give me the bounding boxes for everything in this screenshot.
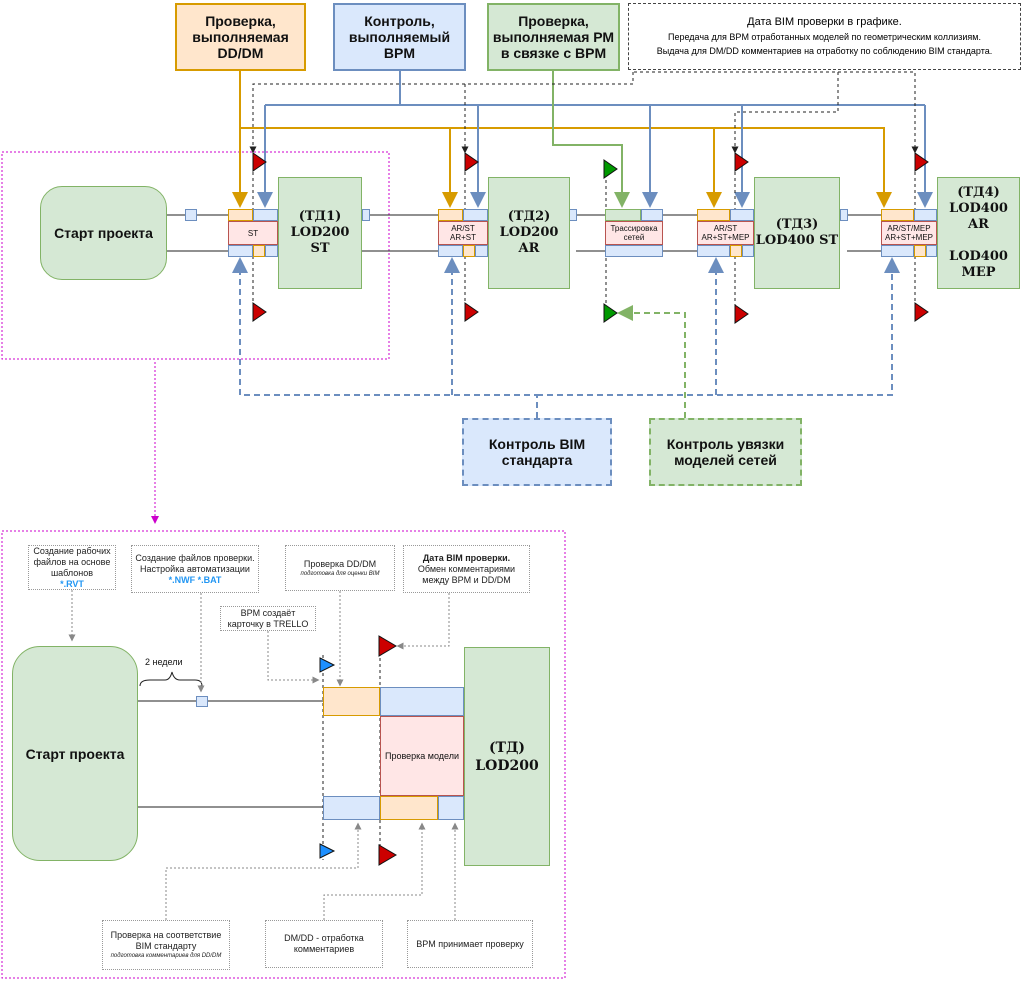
gate-ar-st-label: AR/ST AR+ST (449, 224, 476, 242)
note-create-check-files: Создание файлов проверки. Настройка авто… (131, 545, 259, 593)
gate-network-tracing-label: Трассировка сетей (610, 224, 658, 242)
model-check-label: Проверка модели (384, 750, 460, 761)
bim-date-note: Дата BIM проверки в графике. Передача дл… (628, 3, 1021, 70)
bpm-control-header: Контроль, выполняемый BPM (333, 3, 466, 71)
note-dd-dm-check-text: Проверка DD/DM (303, 558, 377, 569)
note-create-check-files-text: Создание файлов проверки. Настройка авто… (135, 552, 255, 574)
note-bim-check-date-text: Обмен комментариями между BPM и DD/DM (417, 563, 516, 585)
dd-dm-check-header: Проверка, выполняемая DD/DM (175, 3, 306, 71)
gate-ar-st: AR/ST AR+ST (438, 209, 488, 257)
note-bim-standard-check-sub: подготовка комментариев для DD/DM (110, 953, 222, 959)
note-dd-dm-check: Проверка DD/DM подготовка для оценки BIM (285, 545, 395, 591)
note-bpm-accepts: BPM принимает проверку (407, 920, 533, 968)
two-weeks-label: 2 недели (145, 657, 183, 667)
note-dm-dd-rework-text: DM/DD - отработка комментариев (284, 933, 364, 954)
rvt-extension: *.RVT (60, 578, 84, 589)
note-bim-check-date: Дата BIM проверки. Обмен комментариями м… (403, 545, 530, 593)
gate-ar-st-mep: AR/ST AR+ST+MEP (697, 209, 754, 257)
timeline-connector (569, 209, 577, 221)
gate-st: ST (228, 209, 278, 257)
gate-ar-st-mep-final: AR/ST/MEP AR+ST+MEP (881, 209, 937, 257)
td1-node: (ТД1) LOD200 ST (278, 177, 362, 289)
note-dd-dm-check-sub: подготовка для оценки BIM (300, 570, 380, 577)
timeline-connector (840, 209, 848, 221)
bim-date-title: Дата BIM проверки в графике. (747, 16, 902, 28)
project-start-node: Старт проекта (40, 186, 167, 280)
gate-st-label: ST (247, 228, 259, 238)
timeline-connector (185, 209, 197, 221)
note-create-work-files-text: Создание рабочих файлов на основе шаблон… (33, 545, 111, 578)
detail-timeline-connector (196, 696, 208, 707)
nwf-bat-extension: *.NWF *.BAT (168, 574, 222, 585)
note-bim-check-date-title: Дата BIM проверки. (422, 552, 511, 563)
note-bim-standard-check-text: Проверка на соответствие BIM стандарту (110, 930, 222, 951)
bim-date-line2: Выдача для DM/DD комментариев на отработ… (656, 46, 993, 56)
rm-check-header: Проверка, выполняемая РМ в связке с BPM (487, 3, 620, 71)
bim-standard-control: Контроль BIM стандарта (462, 418, 612, 486)
note-create-work-files: Создание рабочих файлов на основе шаблон… (28, 545, 116, 590)
timeline-connector (362, 209, 370, 221)
detail-td-node: (ТД) LOD200 (464, 647, 550, 866)
td2-node: (ТД2) LOD200 AR (488, 177, 570, 289)
note-trello-card: BPM создаёт карточку в TRELLO (220, 606, 316, 631)
note-bpm-accepts-text: BPM принимает проверку (416, 938, 524, 949)
td3-node: (ТД3) LOD400 ST (754, 177, 840, 289)
note-trello-card-text: BPM создаёт карточку в TRELLO (227, 607, 309, 629)
gate-ar-st-mep-label: AR/ST AR+ST+MEP (701, 224, 750, 242)
note-dm-dd-rework: DM/DD - отработка комментариев (265, 920, 383, 968)
detail-project-start-node: Старт проекта (12, 646, 138, 861)
detail-model-check-gate: Проверка модели (323, 687, 464, 820)
note-bim-standard-check: Проверка на соответствие BIM стандарту п… (102, 920, 230, 970)
gate-ar-st-mep-final-label: AR/ST/MEP AR+ST+MEP (884, 224, 933, 242)
flag-markers (252, 152, 929, 866)
td4-node: (ТД4) LOD400 AR LOD400 MEP (937, 177, 1020, 289)
gate-network-tracing: Трассировка сетей (605, 209, 663, 257)
network-model-control: Контроль увязки моделей сетей (649, 418, 802, 486)
bim-date-line1: Передача для BPM отработанных моделей по… (668, 32, 981, 42)
